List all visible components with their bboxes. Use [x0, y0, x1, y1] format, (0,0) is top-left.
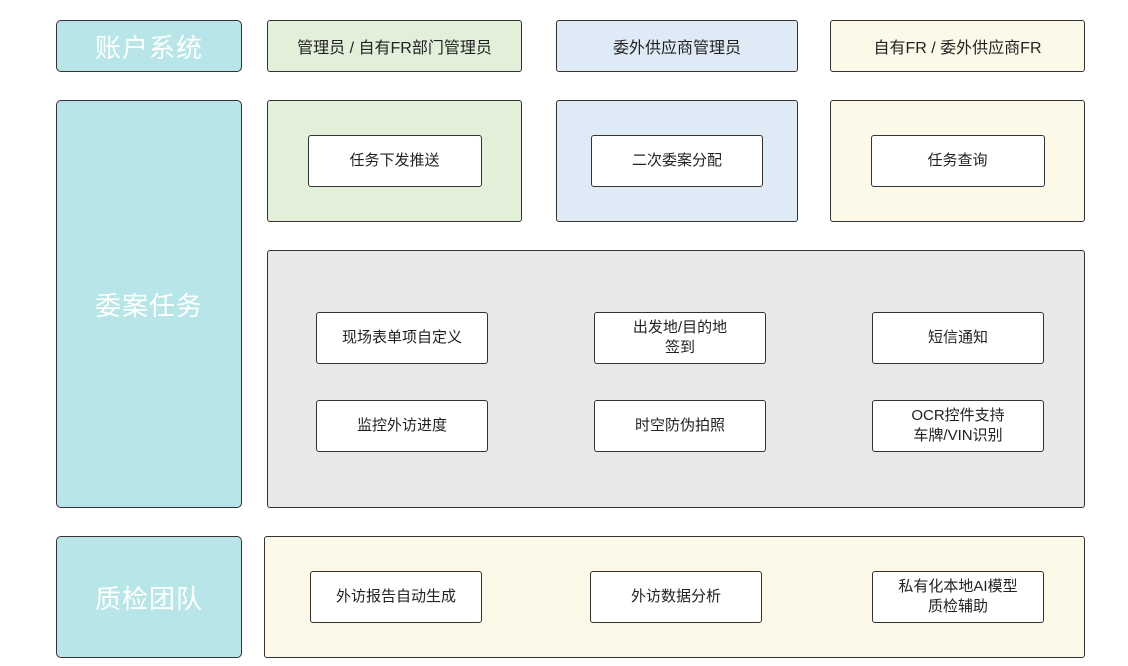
- item-ocr: OCR控件支持 车牌/VIN识别: [872, 400, 1044, 452]
- side-label-account: 账户系统: [56, 20, 242, 72]
- side-label-task: 委案任务: [56, 100, 242, 508]
- item-analysis: 外访数据分析: [590, 571, 762, 623]
- role-admin: 管理员 / 自有FR部门管理员: [267, 20, 522, 72]
- features-panel: [267, 250, 1085, 508]
- item-checkin: 出发地/目的地 签到: [594, 312, 766, 364]
- item-task-query: 任务查询: [870, 135, 1045, 187]
- panel-push: 任务下发推送: [267, 100, 522, 222]
- item-task-reassign: 二次委案分配: [591, 135, 763, 187]
- item-report: 外访报告自动生成: [310, 571, 482, 623]
- role-fr: 自有FR / 委外供应商FR: [830, 20, 1085, 72]
- item-task-push: 任务下发推送: [307, 135, 482, 187]
- panel-query: 任务查询: [830, 100, 1085, 222]
- item-form-custom: 现场表单项自定义: [316, 312, 488, 364]
- item-ai: 私有化本地AI模型 质检辅助: [872, 571, 1044, 623]
- item-monitor: 监控外访进度: [316, 400, 488, 452]
- panel-reassign: 二次委案分配: [556, 100, 798, 222]
- item-sms: 短信通知: [872, 312, 1044, 364]
- side-label-qc: 质检团队: [56, 536, 242, 658]
- item-photo: 时空防伪拍照: [594, 400, 766, 452]
- role-supplier-admin: 委外供应商管理员: [556, 20, 798, 72]
